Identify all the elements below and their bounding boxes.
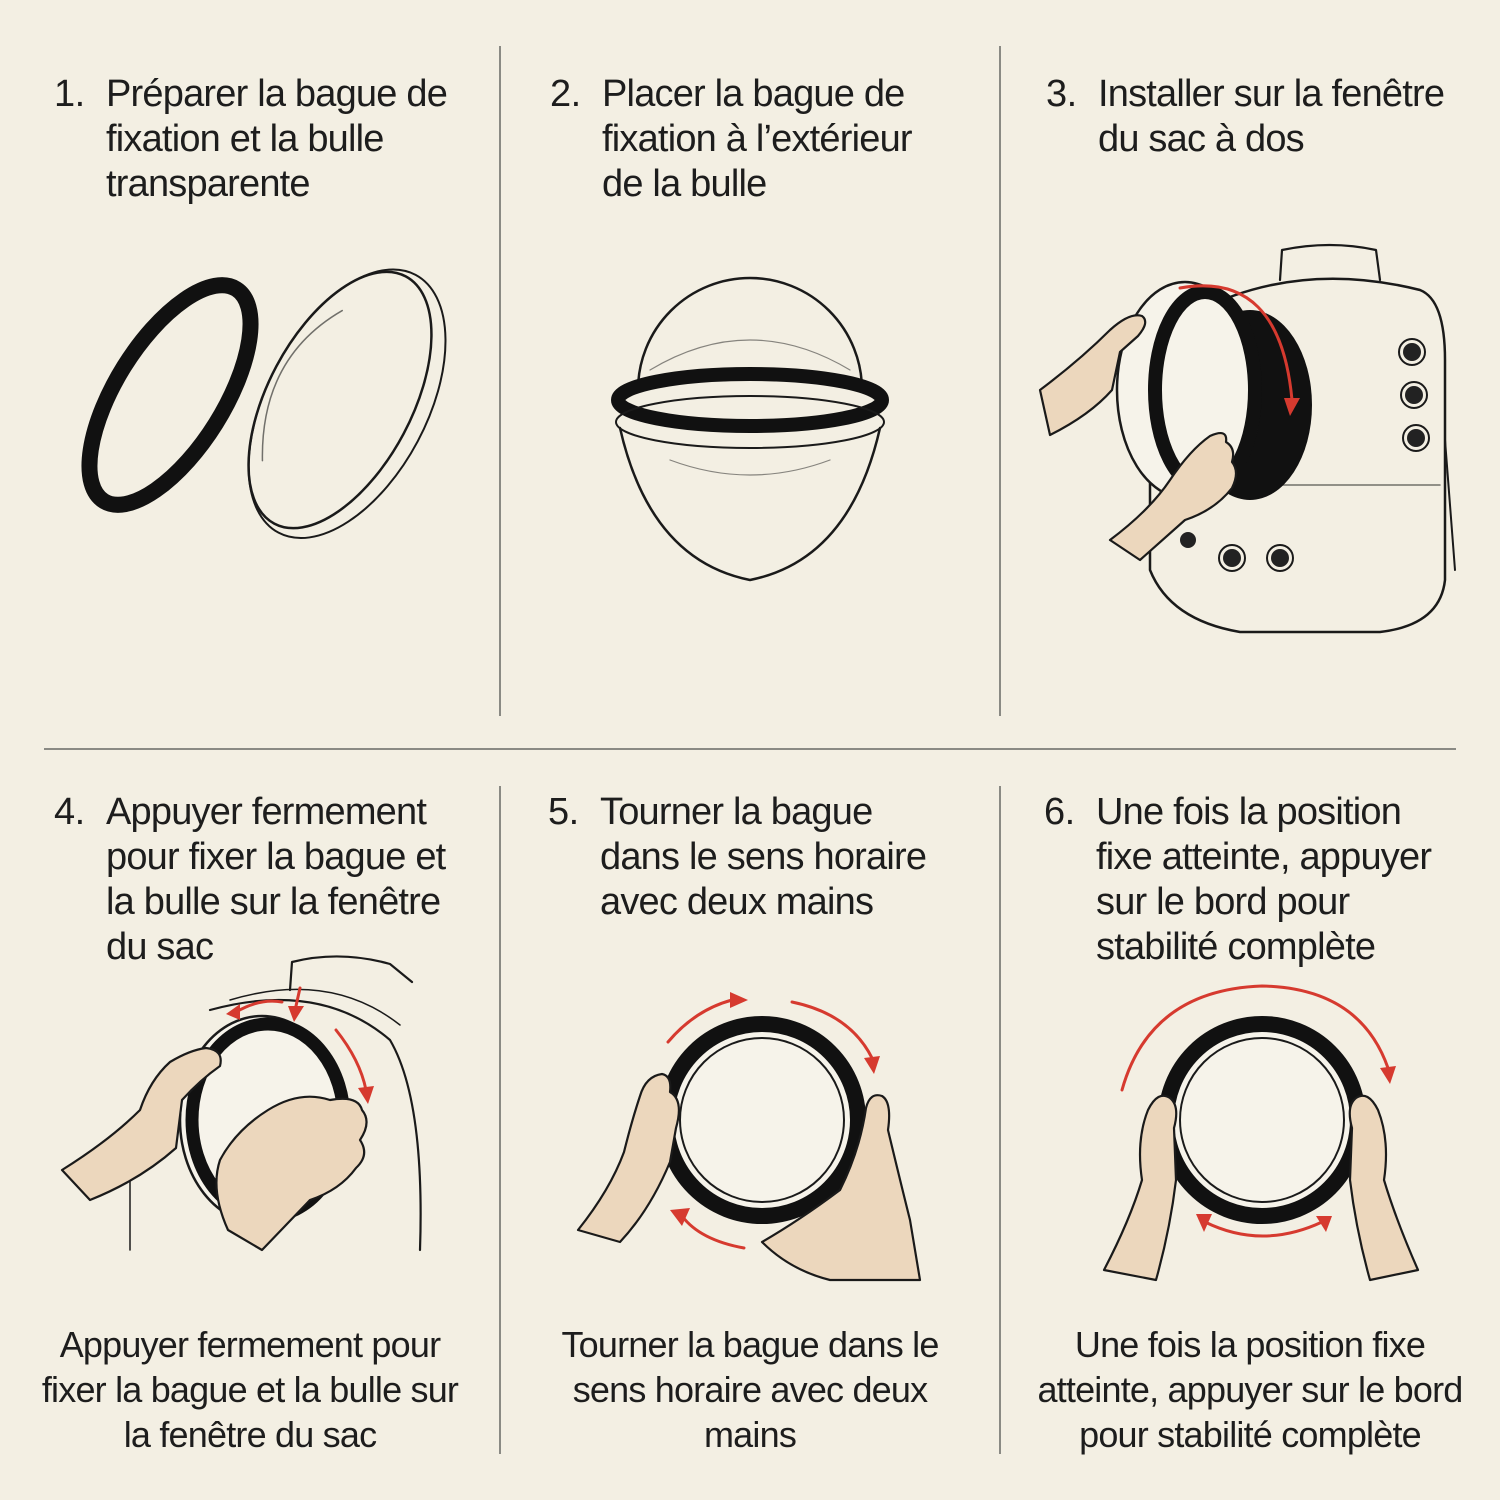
bubble-with-ring-icon <box>500 250 1000 700</box>
step-number: 6. <box>1044 790 1096 835</box>
step-text: Une fois la position fixe atteinte, appu… <box>1096 790 1466 970</box>
step-number: 3. <box>1046 72 1098 117</box>
step-4-heading: 4. Appuyer fermement pour fixer la bague… <box>54 790 484 970</box>
step-5-heading: 5. Tourner la bague dans le sens horaire… <box>548 790 968 925</box>
step-2-heading: 2. Placer la bague de fixation à l’extér… <box>550 72 970 207</box>
step-text: Tourner la bague dans le sens horaire av… <box>600 790 950 925</box>
step-number: 1. <box>54 72 106 117</box>
step-6-heading: 6. Une fois la position fixe atteinte, a… <box>1044 790 1474 970</box>
step-number: 5. <box>548 790 600 835</box>
divider-horizontal <box>44 748 1456 750</box>
step-text: Appuyer fermement pour fixer la bague et… <box>106 790 476 970</box>
step-5-caption: Tourner la bague dans le sens horaire av… <box>530 1322 970 1457</box>
edge-press-icon <box>1000 980 1500 1300</box>
step-number: 2. <box>550 72 602 117</box>
rotate-hands-icon <box>500 980 1000 1300</box>
step-4-caption: Appuyer fermement pour fixer la bague et… <box>30 1322 470 1457</box>
step-1-heading: 1. Préparer la bague de fixation et la b… <box>54 72 474 207</box>
step-3-heading: 3. Installer sur la fenêtre du sac à dos <box>1046 72 1466 162</box>
step-number: 4. <box>54 790 106 835</box>
press-hands-icon <box>0 950 500 1270</box>
step-6-caption: Une fois la position fixe atteinte, appu… <box>1030 1322 1470 1457</box>
step-text: Préparer la bague de fixation et la bull… <box>106 72 466 207</box>
step-text: Installer sur la fenêtre du sac à dos <box>1098 72 1448 162</box>
step-text: Placer la bague de fixation à l’extérieu… <box>602 72 952 207</box>
backpack-install-icon <box>1000 240 1500 690</box>
ring-and-bubble-icon <box>0 250 500 700</box>
